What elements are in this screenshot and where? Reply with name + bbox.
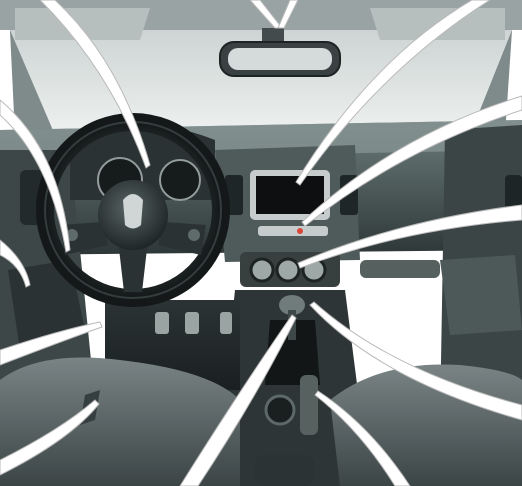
brake-pedal (185, 312, 199, 334)
accelerator-pedal (220, 312, 232, 334)
wheel-control-right (188, 229, 200, 241)
hazard-button (297, 228, 303, 234)
navigation-screen (256, 176, 324, 214)
lion-emblem-icon (123, 194, 143, 229)
glovebox-area (440, 255, 522, 335)
climate-knob-centre (277, 259, 299, 281)
glovebox-handle (360, 260, 440, 278)
handbrake-lever (300, 375, 318, 435)
cup-holder (266, 396, 294, 424)
tachometer-gauge (160, 160, 200, 200)
armrest (255, 455, 315, 486)
mirror-glass (228, 48, 332, 70)
clutch-pedal (155, 312, 169, 334)
climate-knob-left (251, 259, 273, 281)
hazard-strip (258, 226, 328, 236)
